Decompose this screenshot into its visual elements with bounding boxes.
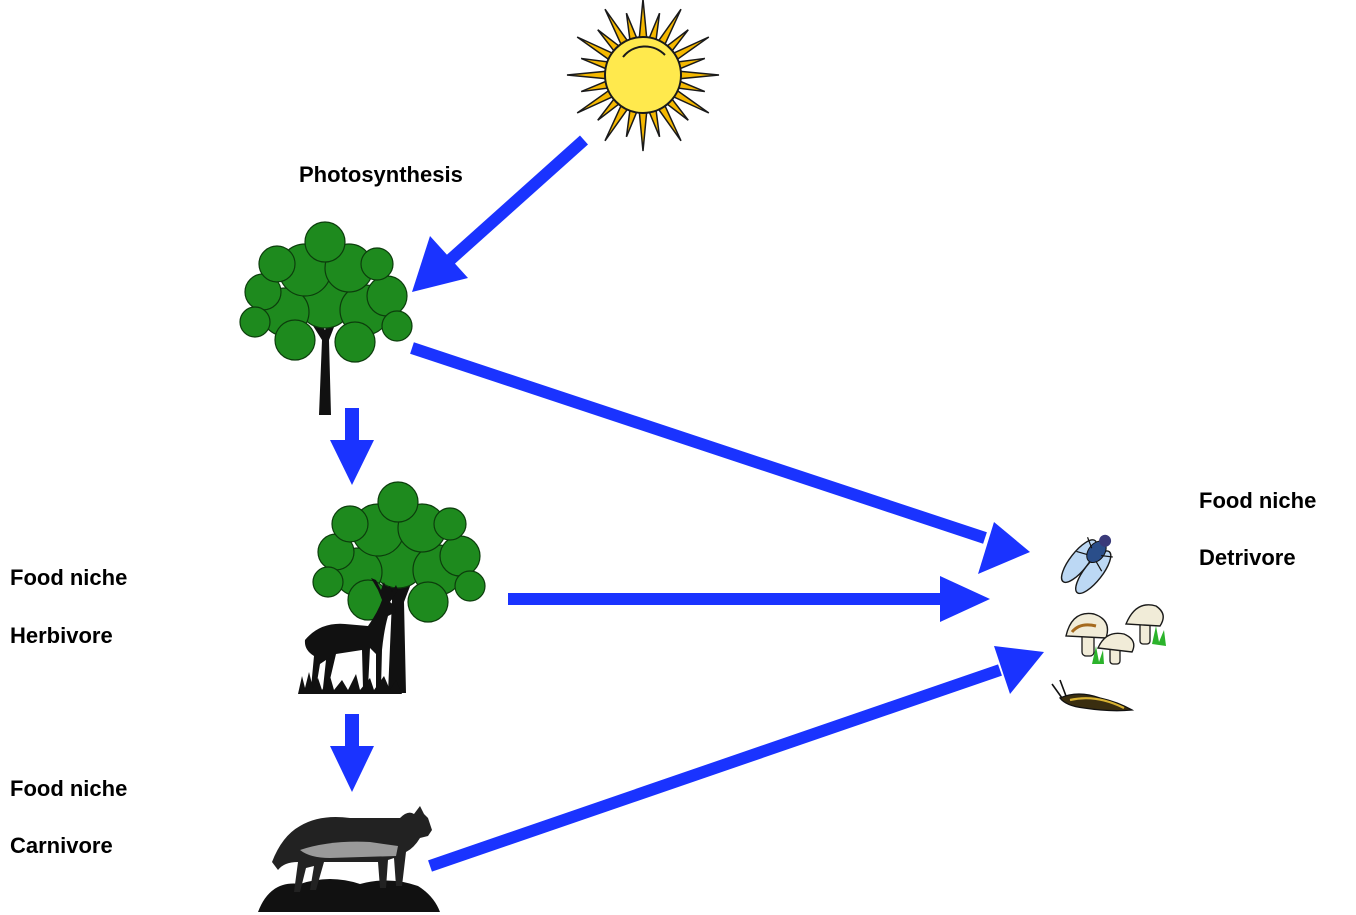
arrow-sun-to-tree xyxy=(450,140,584,260)
sun-icon xyxy=(567,0,719,151)
sun-ray xyxy=(567,71,609,79)
sun-ray xyxy=(639,0,647,41)
rock-base xyxy=(258,879,440,912)
mushroom-icon xyxy=(1066,605,1166,664)
sun-core xyxy=(605,37,681,113)
fly-icon xyxy=(1056,526,1124,599)
sun-ray xyxy=(677,71,719,79)
label-detrivore-niche: Food niche xyxy=(1199,490,1316,512)
label-herbivore: Herbivore xyxy=(10,625,113,647)
arrowhead-tree-to-deer xyxy=(330,440,374,485)
grass-tuft xyxy=(1152,626,1166,646)
arrowhead-wolf-to-decomposers xyxy=(994,646,1044,694)
label-photosynthesis: Photosynthesis xyxy=(299,164,463,186)
fly-mushrooms-slug-icon xyxy=(1052,526,1166,711)
slug-icon xyxy=(1052,680,1132,711)
arrow-wolf-to-decomposers xyxy=(430,670,1000,866)
wolf-icon xyxy=(258,806,440,912)
label-carnivore-niche: Food niche xyxy=(10,778,127,800)
arrowhead-deer-to-decomposers xyxy=(940,576,990,622)
deer-under-tree-icon xyxy=(298,482,485,694)
label-herbivore-niche: Food niche xyxy=(10,567,127,589)
arrows-layer xyxy=(330,140,1044,866)
arrowhead-tree-to-decomposers xyxy=(978,522,1030,574)
label-detrivore: Detrivore xyxy=(1199,547,1296,569)
tree-icon xyxy=(240,222,412,415)
arrowhead-deer-to-wolf xyxy=(330,746,374,792)
arrow-tree-to-decomposers xyxy=(412,348,985,538)
sun-ray xyxy=(639,109,647,151)
label-carnivore: Carnivore xyxy=(10,835,113,857)
